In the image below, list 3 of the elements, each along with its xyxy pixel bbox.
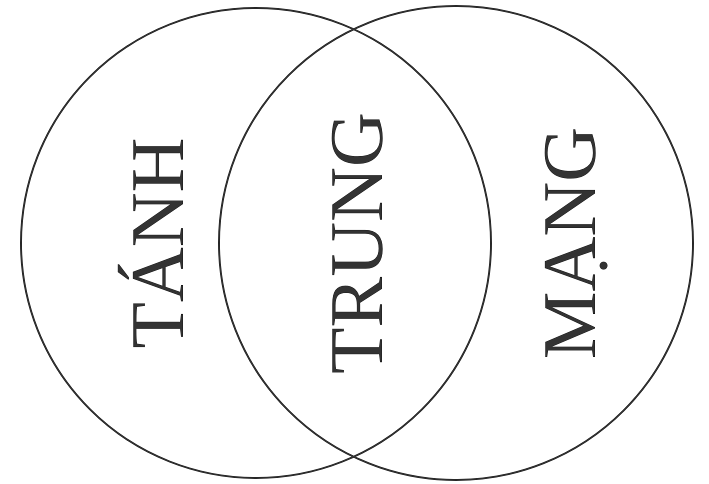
set-label: TÁNH: [120, 137, 196, 349]
set-label: MẠNG: [532, 126, 608, 360]
intersection-label: TRUNG: [319, 112, 395, 374]
